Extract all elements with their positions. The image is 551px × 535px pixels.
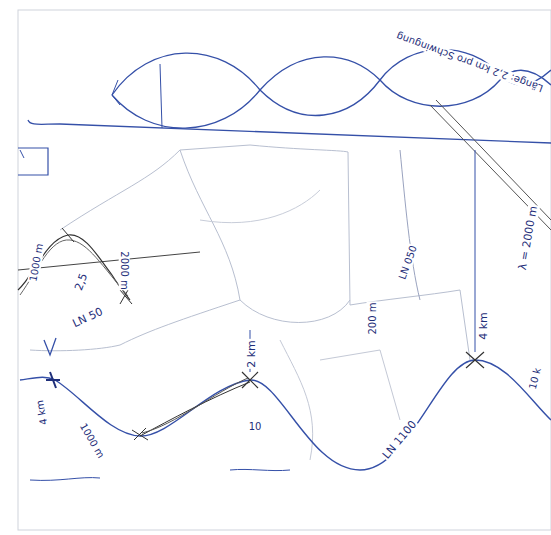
- handwritten-label: λ = 2000 m: [516, 204, 540, 272]
- handwritten-label: LN 1100: [380, 418, 420, 462]
- handwritten-label: 4 km: [478, 311, 490, 341]
- handwritten-label: 2000 m: [119, 250, 130, 290]
- handwritten-label: 4 km: [34, 398, 50, 427]
- handwritten-label: LN 50: [70, 305, 106, 330]
- handwritten-label: 10 k: [527, 365, 544, 391]
- handwritten-label: 1000 m: [77, 420, 107, 460]
- handwritten-label: 2,5: [73, 271, 91, 293]
- handwritten-label: 10: [248, 421, 263, 432]
- handwritten-label: 1000 m: [27, 241, 45, 283]
- handwritten-label: 2 km: [246, 339, 258, 369]
- handwritten-label: Länge: 2,2 km pro Schwingung: [394, 30, 546, 94]
- handwritten-label: LN 050: [396, 243, 419, 282]
- handwritten-label: 200 m: [366, 301, 377, 335]
